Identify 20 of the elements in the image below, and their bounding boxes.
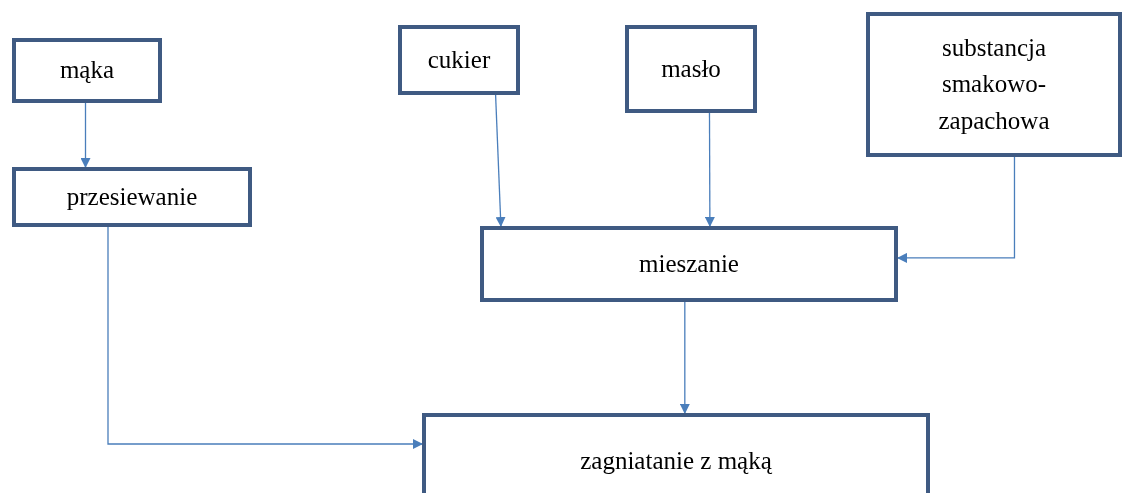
process-box (866, 12, 1122, 157)
process-box (480, 226, 898, 302)
process-box (12, 167, 252, 227)
process-box (12, 38, 162, 103)
box-label: zagniatanie z mąką (580, 446, 772, 476)
box-label: mieszanie (639, 248, 739, 279)
arrow (80, 102, 91, 168)
box-label: cukier (427, 44, 491, 75)
arrow (494, 94, 506, 227)
box-label: mąka (59, 55, 115, 86)
arrow (704, 112, 715, 227)
arrow (679, 301, 690, 414)
process-box (625, 25, 757, 113)
arrow (107, 226, 423, 449)
box-label: przesiewanie (66, 181, 198, 212)
box-label: masło (661, 53, 721, 84)
arrow (897, 156, 1016, 263)
box-label: substancja smakowo-zapachowa (937, 33, 1051, 136)
process-box (422, 413, 930, 493)
process-box (398, 25, 520, 95)
